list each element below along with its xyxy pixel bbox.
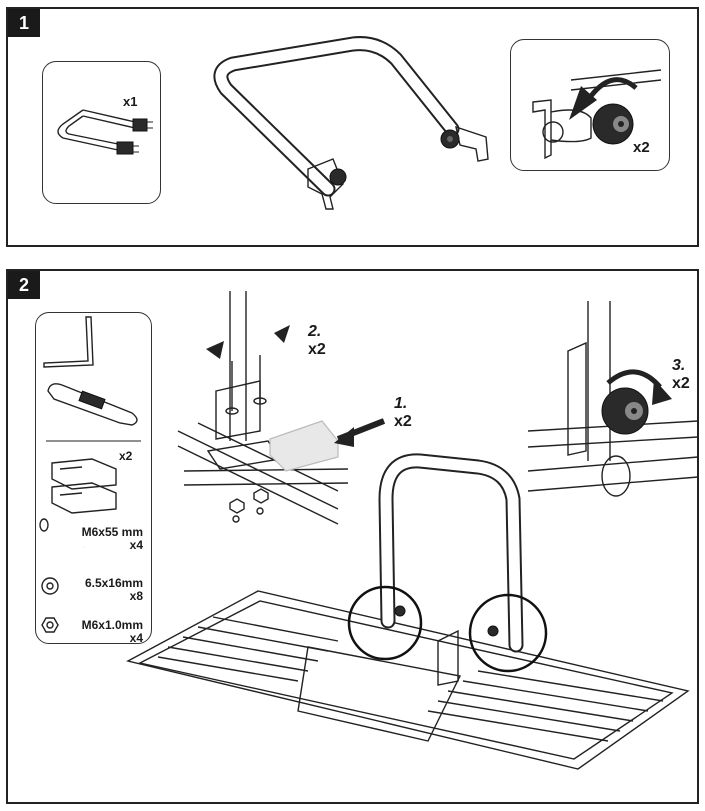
knob-quantity: x2	[633, 139, 650, 156]
callout-3-quantity: x2	[672, 375, 690, 392]
bracket-arm-illustration	[213, 36, 489, 210]
callout-2-number: 2.	[308, 323, 322, 340]
callout-1-number: 1.	[394, 395, 408, 412]
knob-rotation-icon	[532, 69, 662, 160]
callout-3-number: 3.	[672, 357, 686, 374]
bolt-icon	[39, 518, 85, 549]
highlight-circle-left	[347, 585, 423, 661]
allen-key-icon	[43, 316, 94, 368]
nut-icon	[41, 617, 59, 633]
washer-size: 6.5x16mm	[84, 576, 143, 590]
step-1-parts-inset: x1	[42, 61, 161, 204]
bolt-insertion-detail	[177, 291, 349, 525]
bolt-size: M6x55 mm	[81, 525, 143, 539]
bracket-plate-quantity: x2	[119, 449, 133, 463]
step-2-assembly-illustration	[126, 291, 699, 770]
washer-label: 6.5x16mm x8	[85, 577, 143, 603]
nut-quantity: x4	[129, 631, 143, 645]
washer-icon	[41, 577, 59, 595]
washer-quantity: x8	[129, 589, 143, 603]
step-2-number: 2	[18, 274, 29, 295]
step-2-panel: 2 x2	[6, 269, 699, 804]
bracket-arm-icon	[57, 109, 153, 155]
callout-1-quantity: x2	[394, 413, 412, 430]
step-2-parts-inset: x2 M6x55 mm x4 6.5x16mm x8 M6x1.0mm x4	[35, 312, 152, 645]
step-1-number: 1	[18, 12, 29, 33]
parts-list-icons	[39, 316, 141, 633]
knob-tighten-detail	[527, 301, 699, 497]
step-2-badge: 2	[8, 271, 40, 299]
callout-step-2: 2. x2	[308, 323, 326, 359]
callout-step-3: 3. x2	[672, 357, 690, 393]
callout-2-quantity: x2	[308, 341, 326, 358]
carrier-tray	[126, 590, 690, 770]
step-1-badge: 1	[8, 9, 40, 37]
bolt-quantity: x4	[129, 538, 143, 552]
bracket-arm-quantity: x1	[123, 94, 138, 109]
wrench-icon	[47, 383, 138, 426]
nut-label: M6x1.0mm x4	[82, 619, 143, 645]
step-1-panel: 1 x1	[6, 7, 699, 247]
step-1-knob-inset: x2	[510, 39, 670, 171]
ghost-bracket	[269, 420, 339, 472]
bolt-label: M6x55 mm x4	[82, 526, 143, 552]
callout-step-1: 1. x2	[394, 395, 412, 431]
highlight-circle-right	[468, 593, 548, 673]
nut-size: M6x1.0mm	[81, 618, 143, 632]
bracket-plate-icon	[51, 458, 117, 490]
